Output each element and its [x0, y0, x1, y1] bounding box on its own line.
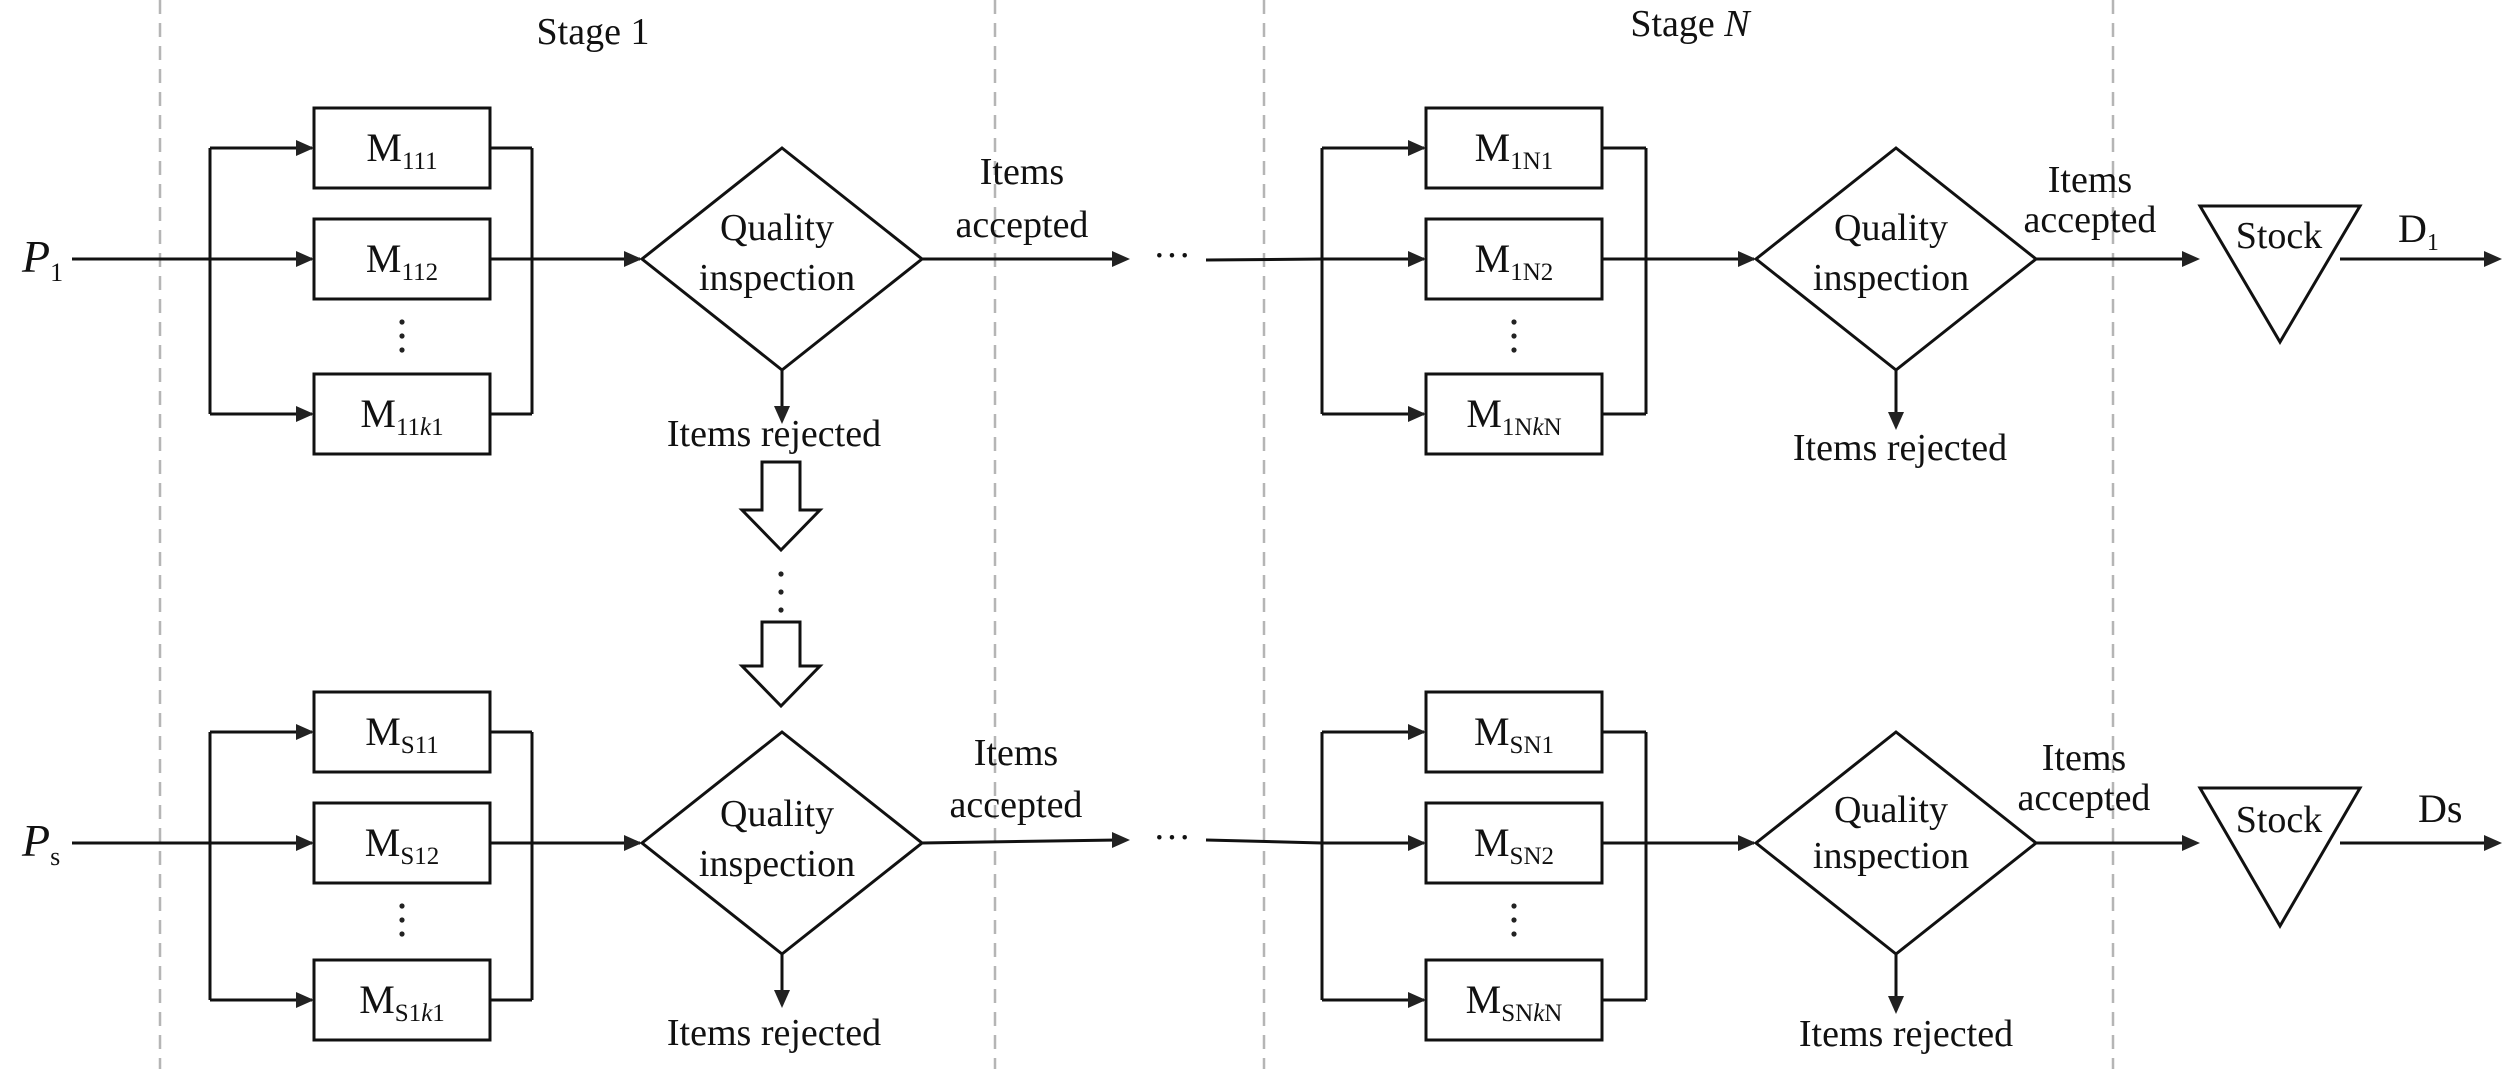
machine-box — [1424, 801, 1604, 885]
machine-label: M1N1 — [1475, 125, 1554, 175]
stage-n-machines: MSN1 MSN2 MSNkN — [1205, 690, 1756, 1042]
machine-box — [1424, 217, 1604, 301]
machine-box — [1424, 106, 1604, 190]
inspection-label-line1: Quality — [1834, 789, 1948, 831]
items-accepted-line2: accepted — [956, 204, 1089, 246]
product-transition — [738, 460, 824, 709]
items-accepted-line1: Items — [980, 151, 1064, 193]
down-block-arrow — [738, 620, 824, 709]
input-label: Ps — [21, 815, 60, 871]
vertical-ellipsis — [1511, 319, 1517, 353]
machine-label: M11k1 — [360, 391, 443, 441]
stock-triangle — [2197, 786, 2363, 929]
vertical-ellipsis — [399, 319, 405, 353]
machine-label: M111 — [366, 125, 437, 175]
inspection-label-line2: inspection — [1813, 835, 1969, 877]
inspection-label-line1: Quality — [720, 793, 834, 835]
inspection-label-line2: inspection — [1813, 257, 1969, 299]
down-block-arrow — [738, 460, 824, 553]
input-label: P1 — [21, 231, 63, 287]
output-label: Ds — [2418, 786, 2462, 831]
items-accepted-line2: accepted — [2018, 777, 2151, 819]
stage-ellipsis: ··· — [1153, 235, 1191, 277]
items-accepted-line1: Items — [2042, 737, 2126, 779]
product-row-1: P1 M111 M112 M11k1 — [21, 106, 2502, 469]
stage-1-machines: M111 M112 M11k1 — [72, 106, 642, 456]
stock-triangle — [2197, 204, 2363, 345]
machine-label: M1NkN — [1466, 391, 1561, 441]
vertical-ellipsis — [1511, 903, 1517, 937]
vertical-ellipsis — [399, 903, 405, 937]
machine-label: MSN2 — [1474, 820, 1554, 870]
machine-label: MS1k1 — [359, 977, 445, 1027]
inspection-label-line1: Quality — [1834, 207, 1948, 249]
machine-label: MSNkN — [1466, 977, 1563, 1027]
items-accepted-line2: accepted — [950, 784, 1083, 826]
items-accepted-line1: Items — [974, 732, 1058, 774]
machine-box — [312, 958, 492, 1042]
stage-1-title: Stage 1 — [537, 11, 650, 53]
machine-box — [1424, 690, 1604, 774]
output-label: D1 — [2398, 206, 2439, 256]
stock-label: Stock — [2236, 799, 2323, 841]
stage-n-title: Stage N — [1630, 3, 1752, 45]
product-row-s: Ps MS11 MS12 MS1k1 — [21, 690, 2502, 1055]
inspection-label-line1: Quality — [720, 207, 834, 249]
stock-label: Stock — [2236, 215, 2323, 257]
stage-1-machines: MS11 MS12 MS1k1 — [72, 690, 642, 1042]
items-accepted-line2: accepted — [2024, 199, 2157, 241]
machine-label: MSN1 — [1474, 709, 1554, 759]
machine-label: M1N2 — [1475, 236, 1554, 286]
items-rejected-label: Items rejected — [1799, 1013, 2013, 1055]
machine-box — [1424, 372, 1604, 456]
items-rejected-label: Items rejected — [667, 413, 881, 455]
machine-box — [312, 106, 492, 190]
machine-label: MS12 — [365, 820, 439, 870]
items-rejected-label: Items rejected — [667, 1012, 881, 1054]
stage-ellipsis: ··· — [1153, 817, 1191, 859]
items-rejected-label: Items rejected — [1793, 427, 2007, 469]
machine-label: MS11 — [365, 709, 439, 759]
machine-box — [312, 372, 492, 456]
stage-n-machines: M1N1 M1N2 M1NkN — [1205, 106, 1756, 456]
items-accepted-line1: Items — [2048, 159, 2132, 201]
machine-label: M112 — [366, 236, 438, 286]
inspection-label-line2: inspection — [699, 843, 855, 885]
stage-guides — [158, 0, 2115, 1069]
vertical-ellipsis — [778, 571, 784, 613]
inspection-label-line2: inspection — [699, 257, 855, 299]
